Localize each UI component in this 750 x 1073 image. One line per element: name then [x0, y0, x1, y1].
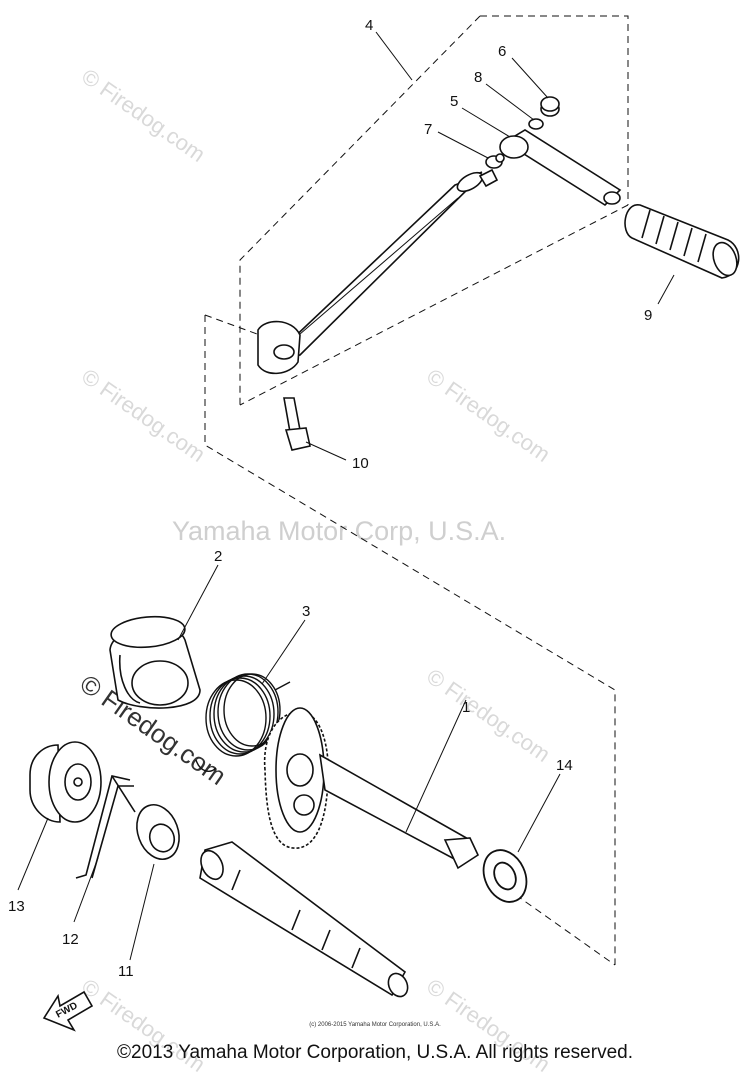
- assembly-outline-upper: [239, 15, 629, 406]
- watermark-firedog-3: © Firedog.com: [422, 364, 555, 467]
- small-copyright-notice: (c) 2006-2015 Yamaha Motor Corporation, …: [309, 1022, 441, 1028]
- crank-bolt: [283, 397, 311, 451]
- callout-13: 13: [8, 898, 25, 915]
- assembly-outline-lower: [204, 314, 616, 966]
- pedal-boss: [499, 129, 622, 207]
- part-6-nut: [540, 96, 560, 117]
- copyright-footer: ©2013 Yamaha Motor Corporation, U.S.A. A…: [117, 1042, 633, 1063]
- callout-2: 2: [214, 548, 222, 565]
- callout-9: 9: [644, 307, 652, 324]
- kick-crank-arm: [257, 168, 499, 375]
- callout-5: 5: [450, 93, 458, 110]
- fwd-arrow: FWD: [42, 990, 94, 1032]
- part-7-ball-spring: [485, 153, 505, 169]
- callout-12: 12: [62, 931, 79, 948]
- drive-gear: [136, 804, 180, 860]
- kick-axle-assembly: [263, 707, 480, 870]
- kick-spring: [195, 673, 291, 772]
- callout-4: 4: [365, 17, 373, 34]
- leader-lines: [17, 31, 675, 961]
- callout-7: 7: [424, 121, 432, 138]
- callout-8: 8: [474, 69, 482, 86]
- watermark-firedog-2: © Firedog.com: [77, 364, 210, 467]
- oil-seal: [482, 849, 528, 903]
- callout-1: 1: [462, 699, 470, 716]
- callout-labels: 4 6 8 5 7 9 10 2 3 1 14 13 12 11: [8, 17, 652, 980]
- spring-guide-cover: [109, 615, 201, 709]
- watermark-firedog-1: © Firedog.com: [77, 64, 210, 167]
- ratchet-wheel: [29, 741, 102, 823]
- kick-pedal-grip: [624, 204, 740, 279]
- ratchet-clip: [75, 775, 136, 879]
- callout-11: 11: [118, 963, 134, 980]
- callout-14: 14: [556, 757, 573, 774]
- kick-shaft-lower: [199, 841, 409, 998]
- callout-10: 10: [352, 455, 369, 472]
- callout-3: 3: [302, 603, 310, 620]
- watermark-center: Yamaha Motor Corp, U.S.A.: [172, 516, 506, 546]
- part-8-washer: [528, 118, 544, 130]
- callout-6: 6: [498, 43, 506, 60]
